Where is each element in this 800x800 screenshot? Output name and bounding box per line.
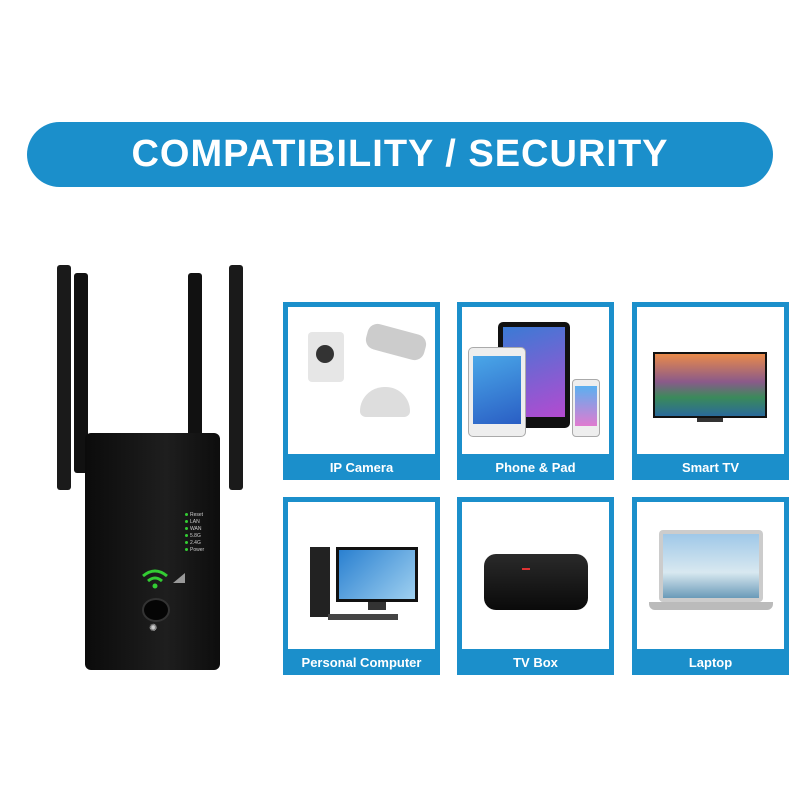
laptop-icon bbox=[637, 502, 784, 649]
card-phone-pad: Phone & Pad bbox=[457, 302, 614, 480]
signal-icon bbox=[173, 573, 185, 583]
smart-tv-icon bbox=[637, 307, 784, 454]
desktop-computer-icon bbox=[288, 502, 435, 649]
led-label: 5.8G bbox=[190, 532, 201, 539]
card-label: IP Camera bbox=[329, 459, 394, 475]
card-label: Phone & Pad bbox=[495, 459, 576, 475]
card-personal-computer: Personal Computer bbox=[283, 497, 440, 675]
card-label: Smart TV bbox=[681, 459, 740, 475]
light-icon: ✺ bbox=[149, 623, 158, 634]
phone-tablet-icon bbox=[462, 307, 609, 454]
ip-camera-icon bbox=[288, 307, 435, 454]
tv-box-icon bbox=[462, 502, 609, 649]
led-label: WAN bbox=[190, 525, 202, 532]
wps-button bbox=[142, 598, 170, 622]
led-label: Reset bbox=[190, 511, 204, 518]
page-title: COMPATIBILITY / SECURITY bbox=[131, 133, 669, 175]
wifi-icon bbox=[142, 569, 168, 589]
card-tv-box: TV Box bbox=[457, 497, 614, 675]
card-label: Laptop bbox=[688, 654, 733, 670]
led-label: Power bbox=[190, 546, 205, 553]
card-laptop: Laptop bbox=[632, 497, 789, 675]
page-title-banner: COMPATIBILITY / SECURITY bbox=[27, 122, 773, 187]
extender-body: Reset LAN WAN 5.8G 2.4G Power ✺ bbox=[85, 433, 220, 670]
antenna bbox=[57, 265, 71, 490]
led-label: LAN bbox=[190, 518, 200, 525]
card-ip-camera: IP Camera bbox=[283, 302, 440, 480]
card-smart-tv: Smart TV bbox=[632, 302, 789, 480]
antenna bbox=[229, 265, 243, 490]
card-label: TV Box bbox=[513, 654, 558, 670]
antenna bbox=[74, 273, 88, 473]
antenna bbox=[188, 273, 202, 473]
led-panel: Reset LAN WAN 5.8G 2.4G Power bbox=[185, 511, 204, 553]
led-label: 2.4G bbox=[190, 539, 201, 546]
card-label: Personal Computer bbox=[301, 654, 422, 670]
